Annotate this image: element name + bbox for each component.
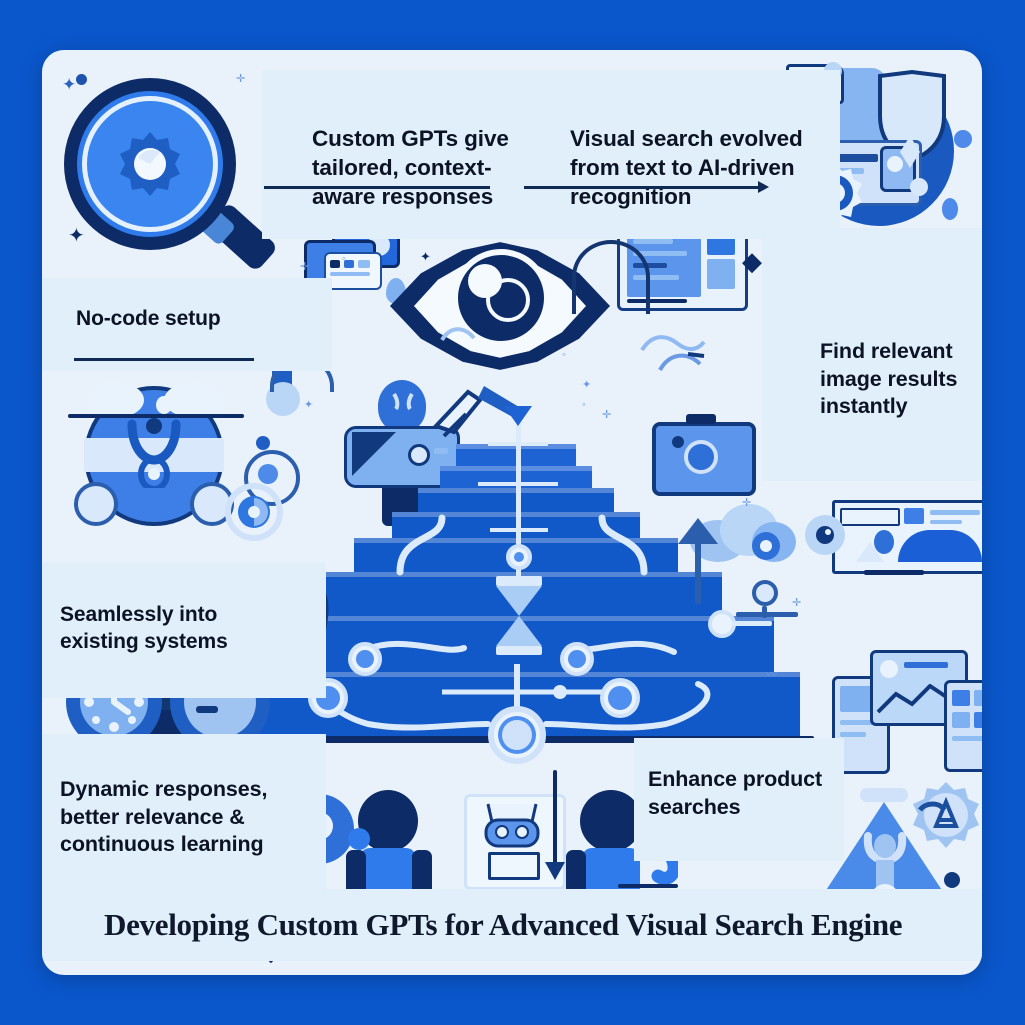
callout-line: Find relevant xyxy=(820,339,953,363)
sparkle-icon: ✦ xyxy=(68,225,85,247)
sparkle-icon: ◦ xyxy=(342,253,346,265)
cloud-icon xyxy=(690,498,800,566)
callout-find-relevant: Find relevant image results instantly xyxy=(762,228,982,481)
sparkle-icon: ✦ xyxy=(420,249,431,264)
sparkle-icon: ✦ xyxy=(582,379,592,391)
callout-line: instantly xyxy=(820,394,908,419)
gear-icon xyxy=(906,780,982,860)
arrow-down-icon xyxy=(545,862,565,880)
network-node-icon xyxy=(802,512,848,558)
eye-icon xyxy=(390,238,610,374)
cloud-data-cluster-icon xyxy=(52,376,252,536)
diamond-icon: ◆ xyxy=(742,246,762,276)
arrow-right-icon xyxy=(758,181,769,193)
network-node-icon xyxy=(222,480,286,544)
callout-line: Dynamic responses, xyxy=(60,777,268,801)
ring-decor xyxy=(244,450,300,506)
callout-visual-search: Visual search evolved from text to AI-dr… xyxy=(520,70,840,240)
sparkle-icon: ◦ xyxy=(562,349,566,361)
callout-line: Visual search evolved xyxy=(570,126,803,151)
callout-underline xyxy=(524,186,760,189)
hourglass-icon xyxy=(490,576,548,656)
callout-no-code: No-code setup xyxy=(42,278,332,371)
callout-underline xyxy=(264,186,490,189)
callout-line: existing systems xyxy=(60,629,228,653)
connector-line xyxy=(732,621,772,626)
gear-icon xyxy=(114,128,186,200)
dot-decor xyxy=(76,74,87,85)
callout-line: Seamlessly into xyxy=(60,603,218,626)
callout-line: continuous learning xyxy=(60,832,264,857)
callout-line: Custom GPTs give xyxy=(312,126,509,151)
poster-card: ✦ ✦ ✛ ✛ ◦ ✦ xyxy=(42,50,982,975)
abstract-figure-icon xyxy=(122,418,186,492)
device-cluster-icon xyxy=(832,650,982,780)
callout-line: Enhance product xyxy=(648,767,823,791)
connector-lines xyxy=(390,514,654,576)
page-title: Developing Custom GPTs for Advanced Visu… xyxy=(104,907,903,942)
callout-line: better relevance & xyxy=(60,804,245,829)
callout-underline xyxy=(74,358,254,361)
dot-decor xyxy=(256,436,270,450)
vr-headset-figure-icon xyxy=(342,380,472,530)
pyramid-steps-graphic xyxy=(218,406,814,780)
scribble-decor xyxy=(658,350,708,376)
dashboard-window-icon xyxy=(832,500,982,580)
callout-line: tailored, context- xyxy=(312,154,492,180)
callout-line: searches xyxy=(648,794,741,819)
dot-decor xyxy=(258,464,278,484)
callout-enhance: Enhance product searches xyxy=(634,738,844,862)
scribble-decor xyxy=(440,322,480,348)
callout-line: from text to AI-driven xyxy=(570,154,795,180)
scribble-decor xyxy=(638,330,708,360)
plug-node-icon xyxy=(732,580,822,650)
magnifying-glass-icon: ✦ ✦ ✛ xyxy=(58,72,279,273)
callout-line: No-code setup xyxy=(76,307,221,330)
sparkle-icon: ✛ xyxy=(236,73,246,85)
callout-seamless: Seamlessly into existing systems xyxy=(42,562,326,698)
robot-icon xyxy=(464,794,566,890)
divider xyxy=(618,884,678,888)
sparkle-icon: ✛ xyxy=(300,261,310,273)
connector-line xyxy=(553,770,557,866)
upload-arrow-icon xyxy=(678,518,718,604)
camera-icon xyxy=(646,408,756,498)
poster-title-band: Developing Custom GPTs for Advanced Visu… xyxy=(42,889,982,961)
arc-decor xyxy=(572,240,650,314)
sparkle-icon: ✦ xyxy=(62,75,77,94)
callout-line: image results xyxy=(820,366,958,391)
